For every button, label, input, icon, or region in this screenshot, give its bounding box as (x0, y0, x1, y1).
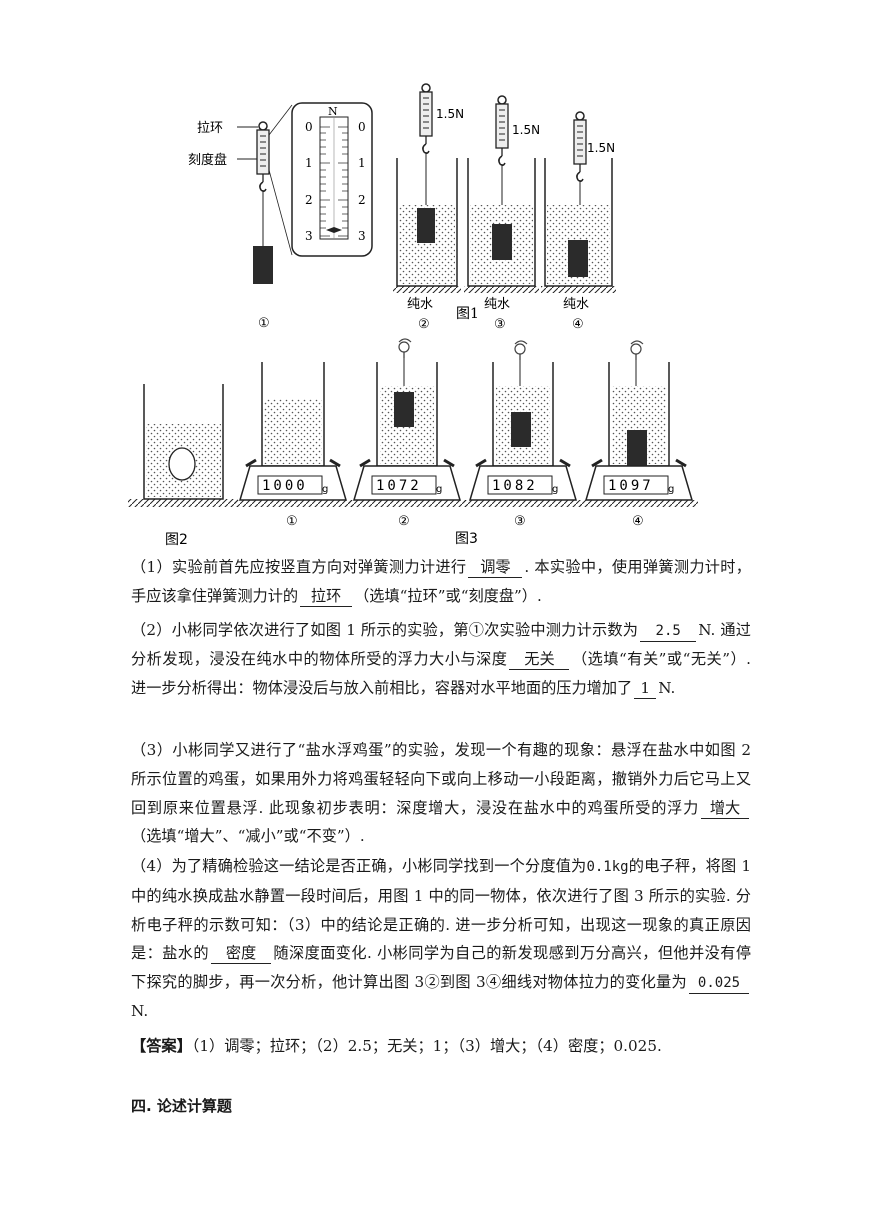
fig1-num-2: ② (418, 317, 430, 332)
figure1-caption: 图1 (456, 306, 479, 322)
figure3-scale-4: 1097 g ④ (580, 340, 698, 529)
scale-left-3: 3 (305, 229, 313, 243)
q2-blank-1: 2.5 (640, 622, 697, 642)
scale-left-1: 1 (305, 156, 313, 170)
q1-text-a: （1）实验前首先应按竖直方向对弹簧测力计进行 (131, 558, 467, 576)
liquid-label-3: 纯水 (484, 297, 510, 312)
label-ring: 拉环 (197, 121, 223, 136)
q4-blank-1: 密度 (211, 944, 271, 965)
scale-reading-2: 1072 (376, 478, 422, 494)
scale-right-2: 2 (358, 193, 366, 207)
liquid-label-4: 纯水 (563, 297, 589, 312)
figure3-scale-2: 1072 g ② 图3 (348, 338, 478, 547)
scale-reading-3: 1082 (492, 478, 538, 494)
answer-line: 【答案】（1）调零；拉环；（2）2.5；无关；1；（3）增大；（4）密度；0.0… (131, 1032, 751, 1061)
fig1-num-3: ③ (494, 317, 506, 332)
figure3-caption: 图3 (455, 531, 478, 547)
q4-blank-2: 0.025 (689, 974, 749, 995)
figure3-scale-3: 1082 g ③ (464, 340, 582, 529)
figure1-panel1: 拉环 刻度盘 N 0 1 2 3 0 1 2 3 ① (188, 102, 373, 331)
scale-right-0: 0 (358, 120, 366, 134)
q3-text-b: （选填“增大”、“减小”或“不变”）. (131, 827, 365, 846)
scale-right-1: 1 (358, 156, 366, 170)
scale-unit-1: g (322, 484, 328, 495)
figure2-egg-in-brine: 图2 (128, 384, 238, 548)
scale-unit: N (328, 105, 338, 118)
q3-text-a: （3）小彬同学又进行了“盐水浮鸡蛋”的实验，发现一个有趣的现象：悬浮在盐水中如图… (131, 741, 751, 817)
q4-division-value: 0.1kg (586, 859, 629, 875)
scale-reading-1: 1000 (262, 478, 308, 494)
experiment-figures: 拉环 刻度盘 N 0 1 2 3 0 1 2 3 ① 1.5N (128, 83, 698, 548)
q3-blank-1: 增大 (701, 799, 749, 819)
liquid-label-2: 纯水 (407, 297, 433, 312)
force-label-2: 1.5N (436, 107, 464, 121)
scale-reading-4: 1097 (608, 478, 654, 494)
q2-text-a: （2）小彬同学依次进行了如图 1 所示的实验，第①次实验中测力计示数为 (131, 621, 639, 639)
q2-text-b: N. 通过分析发现，浸没在纯水中的物体所受的浮力大小与深度 (131, 621, 751, 668)
fig1-num-1: ① (258, 316, 270, 331)
scale-unit-4: g (668, 484, 674, 495)
scale-left-2: 2 (305, 193, 313, 207)
force-label-3: 1.5N (512, 123, 540, 137)
figure1-panel3: 1.5N 纯水 ③ 图1 (456, 95, 540, 332)
figure2-caption: 图2 (165, 532, 188, 548)
q4-text-b: 的电子秤，将图 1 中的纯水换成盐水静置一段时间后，用图 1 中的同一物体，依次… (131, 857, 751, 963)
fig3-num-3: ③ (514, 514, 526, 529)
q2-text-c: （选填“有关”或“无关”）. 进一步分析得出：物体浸没后与放入前相比，容器对水平… (131, 649, 751, 697)
q4-text-a: （4）为了精确检验这一结论是否正确，小彬同学找到一个分度值为 (131, 857, 587, 875)
scale-unit-2: g (436, 484, 442, 495)
figure1-panel2: 1.5N 纯水 ② (393, 83, 464, 332)
question-4: （4）为了精确检验这一结论是否正确，小彬同学找到一个分度值为0.1kg的电子秤，… (131, 852, 751, 1026)
scale-unit-3: g (552, 484, 558, 495)
q1-blank-2: 拉环 (300, 587, 353, 607)
q1-text-b: . 本实验中，使用弹簧测力计时，手应该拿住弹簧测力计的 (131, 558, 751, 605)
figure3-scale-1: 1000 g ① (234, 362, 352, 529)
label-dial: 刻度盘 (188, 152, 227, 168)
question-3: （3）小彬同学又进行了“盐水浮鸡蛋”的实验，发现一个有趣的现象：悬浮在盐水中如图… (131, 736, 751, 851)
q2-text-d: N. (658, 678, 676, 697)
q4-text-d: N. (131, 1001, 149, 1020)
question-1: （1）实验前首先应按竖直方向对弹簧测力计进行调零. 本实验中，使用弹簧测力计时，… (131, 553, 751, 611)
force-label-4: 1.5N (587, 141, 615, 155)
scale-right-3: 3 (358, 229, 366, 243)
fig3-num-4: ④ (632, 514, 644, 529)
figure1-panel4: 1.5N 纯水 ④ (541, 111, 616, 332)
answer-text: （1）调零；拉环；（2）2.5；无关；1；（3）增大；（4）密度；0.025. (191, 1037, 662, 1055)
q1-blank-1: 调零 (468, 558, 523, 578)
q1-text-c: （选填“拉环”或“刻度盘”）. (354, 586, 542, 605)
section-title: 四. 论述计算题 (131, 1097, 232, 1115)
q2-blank-2: 无关 (509, 650, 570, 670)
answer-key: 【答案】 (131, 1037, 192, 1055)
q4-text-c: 随深度面变化. 小彬同学为自己的新发现感到万分高兴，但他并没有停下探究的脚步，再… (131, 944, 752, 992)
fig1-num-4: ④ (572, 317, 584, 332)
egg (168, 447, 196, 481)
fig3-num-2: ② (398, 514, 410, 529)
fig3-num-1: ① (286, 514, 298, 529)
scale-left-0: 0 (305, 120, 313, 134)
q2-blank-3: 1 (634, 679, 657, 699)
